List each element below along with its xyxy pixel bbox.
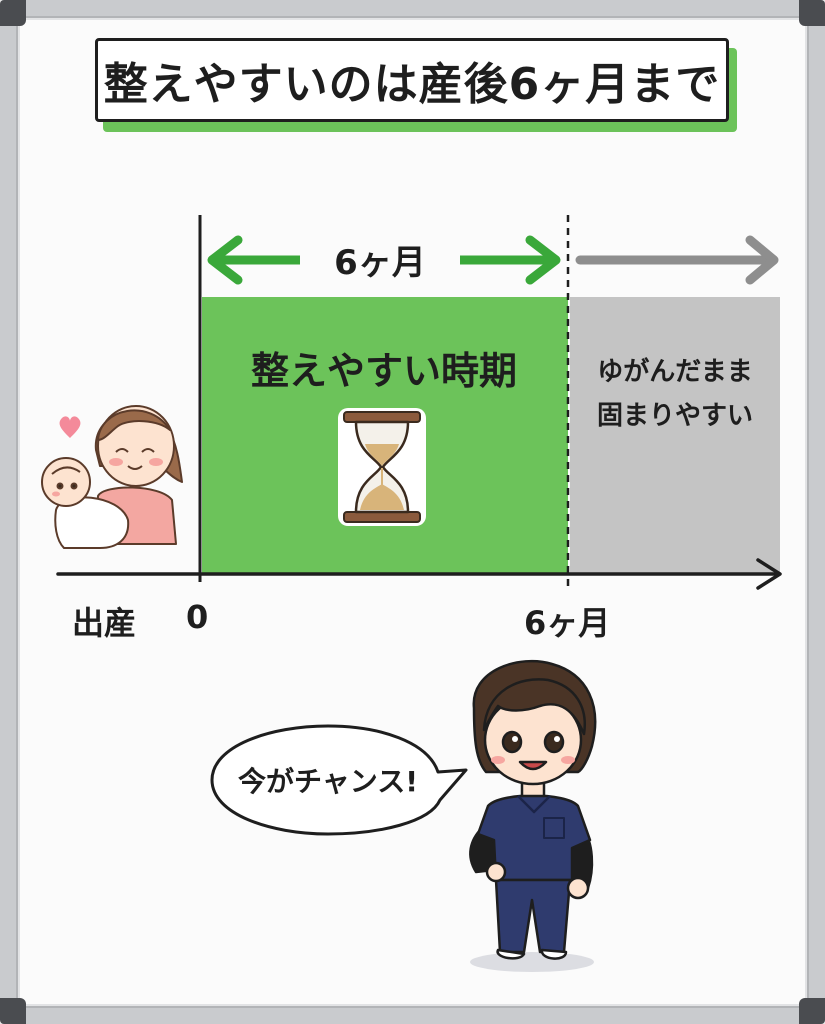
doctor-illustration [469,659,597,972]
rigid-period-block [570,297,780,573]
after-period-arrow [575,235,779,285]
board-corner-bl [0,998,26,1024]
timeline-axis [56,558,782,590]
board-corner-tr [799,0,825,26]
mother-baby-illustration [41,405,183,549]
hourglass-icon [338,408,426,526]
speech-bubble [210,724,468,836]
speech-text: 今がチャンス! [238,765,418,798]
rigid-period-label: ゆがんだまま 固まりやすい [570,350,780,438]
heart-icon [59,416,81,438]
zero-tick-label: 0 [186,598,209,636]
rigid-period-label-line2: 固まりやすい [596,401,753,431]
page-title: 整えやすいのは産後6ヶ月まで [95,38,729,122]
rigid-period-label-line1: ゆがんだまま [597,357,753,387]
birth-label: 出産 [72,604,137,642]
six-month-tick-label: 6ヶ月 [524,604,611,642]
six-month-range-label: 6ヶ月 [300,235,460,284]
easy-period-label: 整えやすい時期 [250,349,517,393]
board-corner-tl [0,0,26,26]
board-corner-br [799,998,825,1024]
